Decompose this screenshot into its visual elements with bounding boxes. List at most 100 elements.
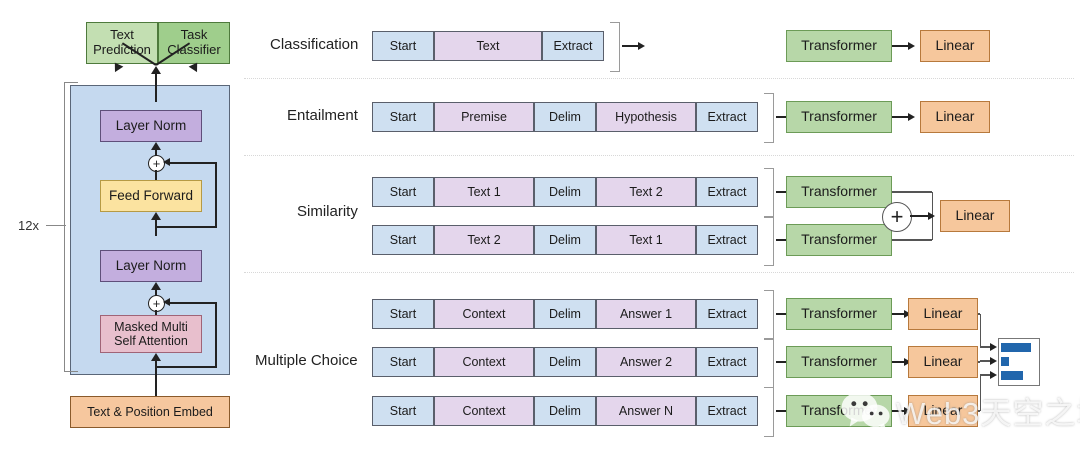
mc-wire-v-2 [980, 375, 982, 411]
mc-wire-in-0 [980, 346, 992, 348]
transformer-box: Transformer [786, 346, 892, 378]
mc-wire-in-2 [980, 374, 992, 376]
token-text-2: Text 2 [434, 225, 534, 255]
linear-box: Linear [920, 101, 990, 133]
block-layer-norm-bottom: Layer Norm [100, 250, 202, 282]
sequence-bracket [764, 387, 774, 437]
mc-wire-v-0 [980, 314, 982, 347]
repeat-bracket-stem [46, 225, 66, 227]
residual-add-bottom-symbol: + [152, 296, 161, 311]
token-extract: Extract [696, 299, 758, 329]
similarity-to-linear-line [910, 215, 932, 217]
transformer-box: Transformer [786, 176, 892, 208]
sequence-bracket [764, 216, 774, 266]
token-start: Start [372, 299, 434, 329]
token-start: Start [372, 177, 434, 207]
ffwd-out-line [155, 170, 157, 186]
arrow-to-linear-line [892, 410, 908, 412]
token-start: Start [372, 396, 434, 426]
residual-skip-top-bottom [155, 226, 217, 228]
sequence-bracket [764, 93, 774, 143]
sequence-bracket [764, 168, 774, 218]
token-context: Context [434, 299, 534, 329]
token-answer-n: Answer N [596, 396, 696, 426]
text-position-embed-label: Text & Position Embed [87, 405, 213, 419]
block-output-spine [155, 72, 157, 102]
similarity-merge-top [892, 191, 932, 193]
transformer-box: Transformer [786, 298, 892, 330]
head-task-classifier-label: Task Classifier [167, 27, 221, 57]
token-text-1: Text 1 [596, 225, 696, 255]
residual-skip-bot-arrow [163, 298, 170, 306]
embed-out-line [155, 375, 157, 397]
linear-box: Linear [908, 346, 978, 378]
token-text: Text [434, 31, 542, 61]
token-extract: Extract [696, 177, 758, 207]
task-label-entailment: Entailment [287, 107, 358, 124]
arrow-to-linear-line [892, 361, 908, 363]
transformer-box: Transformer [786, 395, 892, 427]
separator-3 [244, 272, 1074, 273]
task-label-multiple-choice: Multiple Choice [255, 352, 358, 369]
residual-skip-bot-bottom [155, 366, 217, 368]
head-text-prediction: Text Prediction [86, 22, 158, 64]
token-context: Context [434, 396, 534, 426]
token-extract: Extract [696, 225, 758, 255]
token-extract: Extract [696, 396, 758, 426]
residual-skip-top-right [215, 162, 217, 228]
attn-out-line [155, 310, 157, 318]
similarity-sum-symbol: + [890, 204, 904, 229]
repeat-count-label: 12x [18, 218, 39, 233]
ln-bot-in-arrow [151, 282, 161, 290]
arrow-to-transformer-line [776, 191, 794, 193]
mc-wire-h-2 [978, 410, 980, 412]
arrow-to-linear-line [892, 313, 908, 315]
token-delim: Delim [534, 225, 596, 255]
text-position-embed: Text & Position Embed [70, 396, 230, 428]
arrow-to-linear-tip [904, 309, 911, 318]
arrow-to-transformer-line [776, 361, 794, 363]
mc-wire-tip-1 [990, 356, 997, 365]
block-output-arrow [151, 66, 161, 74]
similarity-sum-node: + [882, 202, 912, 232]
arrow-to-linear-tip [908, 41, 915, 50]
output-score-bar [1001, 371, 1023, 380]
sequence-bracket [610, 22, 620, 72]
attn-in-arrow [151, 353, 161, 361]
transformer-box: Transformer [786, 30, 892, 62]
block-masked-self-attention-label: Masked Multi Self Attention [114, 320, 188, 348]
residual-skip-bot-right [215, 302, 217, 367]
residual-add-top-symbol: + [152, 156, 161, 171]
mc-wire-in-1 [980, 360, 992, 362]
mc-wire-h-0 [978, 313, 980, 315]
block-layer-norm-top: Layer Norm [100, 110, 202, 142]
block-layer-norm-bottom-label: Layer Norm [115, 258, 187, 274]
output-score-bar [1001, 343, 1031, 352]
arrow-to-transformer-line [776, 410, 794, 412]
mc-wire-h-1 [978, 361, 980, 363]
token-text-2: Text 2 [596, 177, 696, 207]
block-feed-forward: Feed Forward [100, 180, 202, 212]
token-start: Start [372, 102, 434, 132]
output-score-bar [1001, 357, 1009, 366]
token-context: Context [434, 347, 534, 377]
linear-box: Linear [908, 298, 978, 330]
similarity-to-linear-tip [928, 211, 935, 220]
ffwd-in-arrow [151, 212, 161, 220]
arrow-to-linear-line [892, 45, 912, 47]
mc-wire-tip-0 [990, 342, 997, 351]
multiple-choice-output-widget [998, 338, 1040, 386]
block-layer-norm-top-label: Layer Norm [115, 118, 187, 134]
ln-top-in-arrow [151, 142, 161, 150]
repeat-bracket-spine [64, 82, 66, 372]
head-task-classifier: Task Classifier [158, 22, 230, 64]
arrow-to-transformer-line [776, 239, 794, 241]
token-delim: Delim [534, 102, 596, 132]
task-label-similarity: Similarity [297, 203, 358, 220]
token-answer-1: Answer 1 [596, 299, 696, 329]
token-extract: Extract [696, 102, 758, 132]
token-text-1: Text 1 [434, 177, 534, 207]
residual-skip-top-top [168, 162, 217, 164]
separator-2 [244, 155, 1074, 156]
token-delim: Delim [534, 396, 596, 426]
